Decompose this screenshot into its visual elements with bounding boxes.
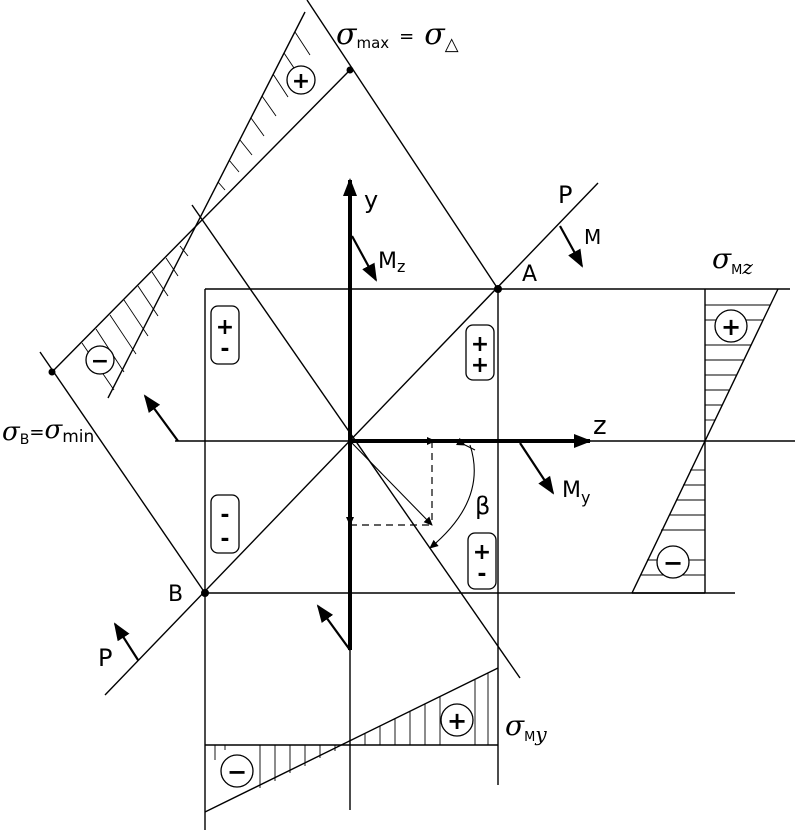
bottom-perpendicular [39, 351, 206, 594]
point-min [48, 368, 56, 376]
mz-stress-line [631, 288, 779, 594]
axis-y-label: y [364, 186, 378, 214]
angle-beta-arc [429, 444, 475, 549]
circled-sign-mz-plus: + [714, 309, 748, 343]
circled-sign-my-plus: + [440, 703, 474, 737]
my-minus-text: − [227, 758, 247, 786]
sigma-my-label: σMy [505, 709, 547, 746]
svg-text:+: + [471, 353, 489, 378]
diag-plus-text: + [292, 69, 310, 94]
circled-sign-my-minus: − [220, 754, 254, 788]
mz-arrow [351, 235, 377, 282]
svg-text:-: - [220, 337, 229, 362]
moment-arrows [113, 225, 583, 661]
point-b-label: B [168, 582, 183, 607]
diagram-hatch-minus [81, 245, 189, 391]
svg-text:-: - [220, 503, 229, 528]
quadrant-badge-bottom-left: - - [210, 494, 240, 554]
load-line [104, 182, 599, 696]
svg-text:+: + [471, 332, 489, 357]
point-max [346, 66, 354, 74]
top-perpendicular [306, 0, 499, 290]
svg-text:+: + [473, 540, 491, 565]
mz-minus-text: − [663, 549, 683, 577]
force-top-label: P [558, 181, 572, 209]
circled-sign-diag-minus: − [85, 345, 115, 375]
sigma-mz-label: σMz [712, 242, 753, 279]
svg-text:+: + [216, 315, 234, 340]
angle-beta-label: β [475, 492, 490, 520]
my-arrow [519, 442, 555, 495]
my-stress-diagram [204, 667, 499, 813]
diag-minus-text: − [91, 349, 109, 374]
force-bottom-label: P [98, 644, 112, 672]
quadrant-badge-top-left: + - [210, 305, 240, 365]
moment-my-label: My [562, 478, 590, 507]
vector-decomposition [346, 437, 476, 549]
axis-z-label: z [593, 411, 607, 441]
quadrant-badge-top-right: + + [465, 324, 495, 381]
cross-section-rectangle [204, 288, 790, 830]
svg-text:-: - [477, 562, 486, 587]
bottom-moment-arrow [316, 604, 351, 651]
diagram-hatch-plus [217, 31, 311, 191]
svg-text:-: - [220, 527, 229, 552]
mz-plus-text: + [721, 313, 741, 341]
left-moment-arrow [143, 394, 179, 442]
diagram-baseline [51, 69, 351, 373]
moment-m-label: M [584, 225, 601, 249]
circled-sign-diag-plus: + [286, 65, 316, 95]
diagram-stress-line [107, 11, 306, 399]
my-stress-line [204, 667, 499, 813]
my-plus-text: + [447, 707, 467, 735]
sigma-b-label: σB=σmin [2, 415, 94, 448]
quadrant-badge-bottom-right: + - [467, 532, 497, 590]
point-a [494, 285, 502, 293]
point-a-label: A [522, 262, 537, 287]
force-p-arrow [113, 622, 139, 661]
moment-mz-label: Mz [378, 249, 405, 276]
circled-sign-mz-minus: − [656, 545, 690, 579]
m-arrow [559, 225, 583, 268]
sigma-max-label: σmax=σ△ [336, 17, 459, 55]
point-b [201, 589, 209, 597]
